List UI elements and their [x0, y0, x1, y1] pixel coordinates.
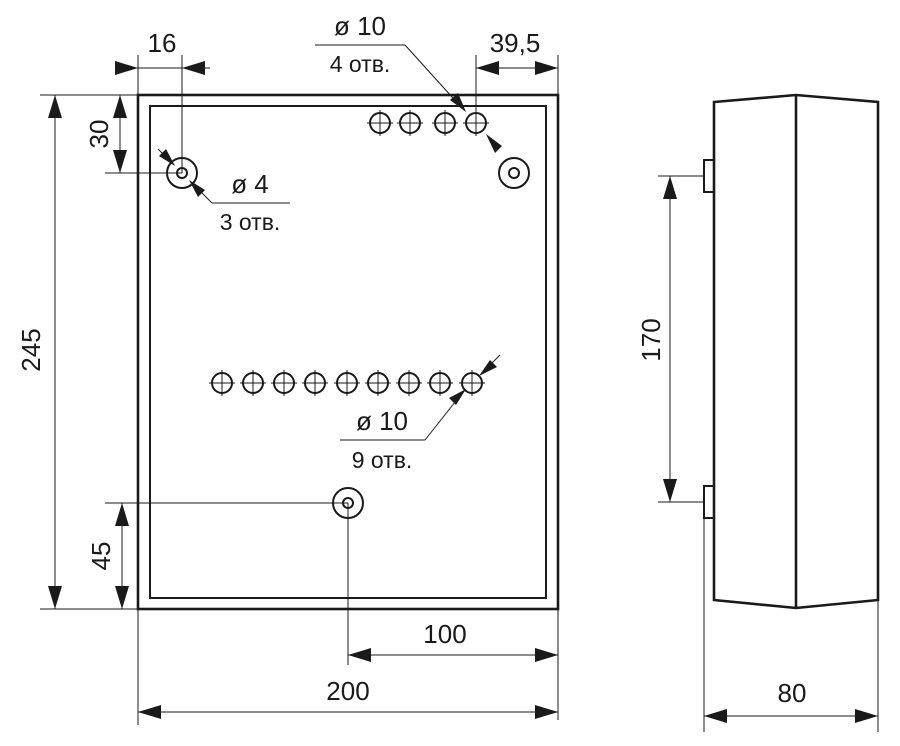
- dim-top-offset: 30: [84, 94, 182, 174]
- dim-top-offset-label: 30: [84, 120, 114, 149]
- dim-mount-spacing-label: 170: [636, 318, 666, 361]
- middle-hole: [209, 370, 235, 396]
- middle-hole: [396, 370, 422, 396]
- top-hole: [432, 110, 458, 136]
- dim-depth-label: 80: [778, 678, 807, 708]
- dim-bottom-offset-label: 45: [86, 542, 116, 571]
- mount-bracket-bottom: [703, 485, 715, 519]
- dim-bottom-offset: 45: [86, 502, 348, 609]
- top-hole: [397, 110, 423, 136]
- dim-left-offset: 16: [115, 28, 210, 173]
- callout-middle-holes-diameter: ø 10: [356, 406, 408, 436]
- dim-depth: 80: [703, 518, 879, 732]
- middle-hole: [240, 370, 266, 396]
- dim-width-hole: 100: [347, 503, 559, 720]
- callout-mount-holes-diameter: ø 4: [231, 169, 269, 199]
- dim-width-hole-label: 100: [423, 619, 466, 649]
- dim-width-total: 200: [137, 609, 558, 725]
- mount-hole-top-right: [498, 157, 530, 189]
- middle-hole: [365, 370, 391, 396]
- callout-middle-holes: ø 10 9 отв.: [340, 354, 501, 473]
- middle-hole: [427, 370, 453, 396]
- middle-hole: [459, 370, 485, 396]
- dim-right-offset-label: 39,5: [490, 28, 541, 58]
- dim-left-offset-label: 16: [148, 28, 177, 58]
- top-hole-row: [367, 110, 489, 136]
- mount-bracket-top: [703, 159, 715, 193]
- dim-width-total-label: 200: [326, 676, 369, 706]
- dim-height-total: 245: [16, 94, 138, 610]
- middle-hole: [334, 370, 360, 396]
- middle-hole: [271, 370, 297, 396]
- callout-mount-holes: ø 4 3 отв.: [157, 148, 290, 235]
- callout-mount-holes-count: 3 отв.: [220, 209, 281, 235]
- dim-right-offset: 39,5: [475, 28, 559, 123]
- dim-mount-spacing: 170: [636, 175, 704, 503]
- top-hole: [367, 110, 393, 136]
- middle-hole: [302, 370, 328, 396]
- middle-hole-row: [209, 370, 485, 396]
- side-view: [703, 93, 880, 610]
- dim-height-total-label: 245: [16, 328, 46, 371]
- callout-middle-holes-count: 9 отв.: [352, 447, 413, 473]
- callout-top-holes-diameter: ø 10: [334, 11, 386, 41]
- callout-top-holes: ø 10 4 отв.: [315, 11, 502, 153]
- callout-top-holes-count: 4 отв.: [330, 51, 391, 77]
